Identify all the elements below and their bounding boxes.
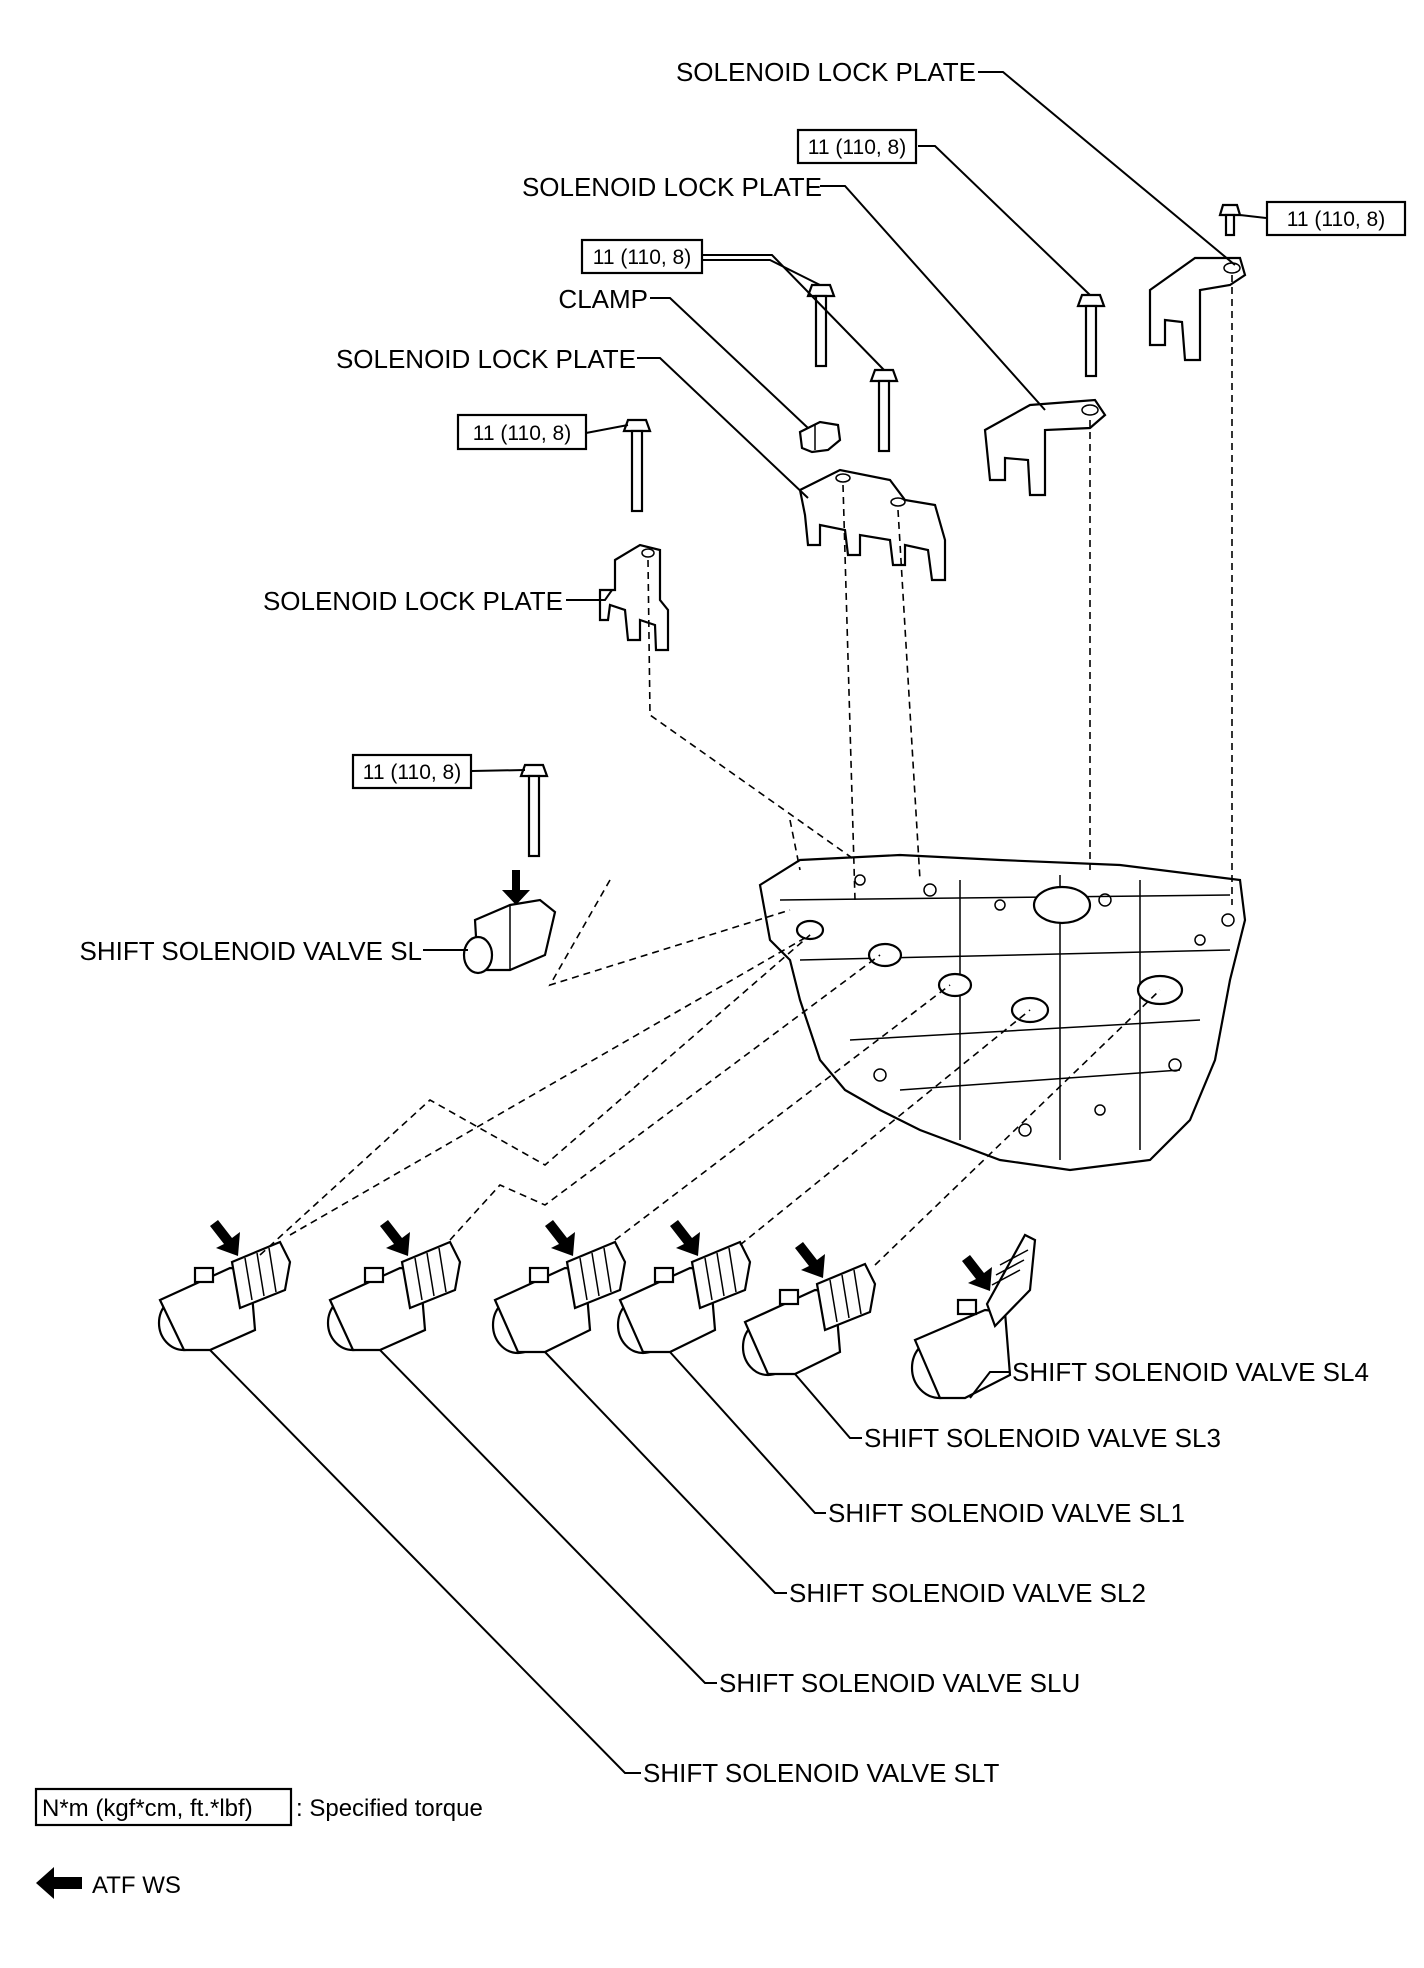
label-lock-plate-top: SOLENOID LOCK PLATE — [676, 57, 976, 87]
solenoid-valve-icon — [462, 870, 557, 975]
torque-spec-4: 11 (110, 8) — [473, 422, 571, 445]
clamp-icon — [798, 420, 842, 454]
torque-spec-2: 11 (110, 8) — [1287, 208, 1385, 231]
legend-torque-key: N*m (kgf*cm, ft.*lbf) — [42, 1795, 253, 1822]
solenoid-valve-icon — [616, 1220, 752, 1355]
lock-plate-icon — [1148, 256, 1247, 362]
bolt-icon — [622, 418, 652, 513]
solenoid-valve-icon — [741, 1242, 877, 1377]
label-valve-slt: SHIFT SOLENOID VALVE SLT — [643, 1758, 1000, 1788]
lock-plate-icon — [798, 468, 947, 582]
lock-plate-icon — [598, 543, 670, 652]
torque-spec-1: 11 (110, 8) — [808, 136, 906, 159]
solenoid-valve-icon — [491, 1220, 627, 1355]
torque-spec-5: 11 (110, 8) — [363, 761, 461, 784]
torque-spec-3: 11 (110, 8) — [593, 246, 691, 269]
label-valve-sl4: SHIFT SOLENOID VALVE SL4 — [1012, 1357, 1369, 1387]
legend-fluid-text: ATF WS — [92, 1872, 181, 1899]
bolt-icon — [1076, 293, 1106, 378]
label-clamp: CLAMP — [558, 284, 648, 314]
left-arrow-icon — [36, 1867, 82, 1899]
label-valve-slu: SHIFT SOLENOID VALVE SLU — [719, 1668, 1080, 1698]
label-valve-sl3: SHIFT SOLENOID VALVE SL3 — [864, 1423, 1221, 1453]
bolt-icon — [519, 763, 549, 858]
lock-plate-icon — [983, 398, 1107, 497]
label-lock-plate-second: SOLENOID LOCK PLATE — [522, 172, 822, 202]
label-lock-plate-left: SOLENOID LOCK PLATE — [263, 586, 563, 616]
solenoid-valve-icon — [157, 1220, 292, 1352]
bolt-icon — [869, 368, 899, 453]
label-valve-sl: SHIFT SOLENOID VALVE SL — [80, 936, 422, 966]
label-lock-plate-mid: SOLENOID LOCK PLATE — [336, 344, 636, 374]
solenoid-valve-icon — [326, 1220, 462, 1352]
bolt-icon — [1218, 203, 1242, 237]
legend-torque-text: : Specified torque — [296, 1795, 483, 1822]
valve-body-icon — [758, 853, 1247, 1172]
label-valve-sl1: SHIFT SOLENOID VALVE SL1 — [828, 1498, 1185, 1528]
label-valve-sl2: SHIFT SOLENOID VALVE SL2 — [789, 1578, 1146, 1608]
